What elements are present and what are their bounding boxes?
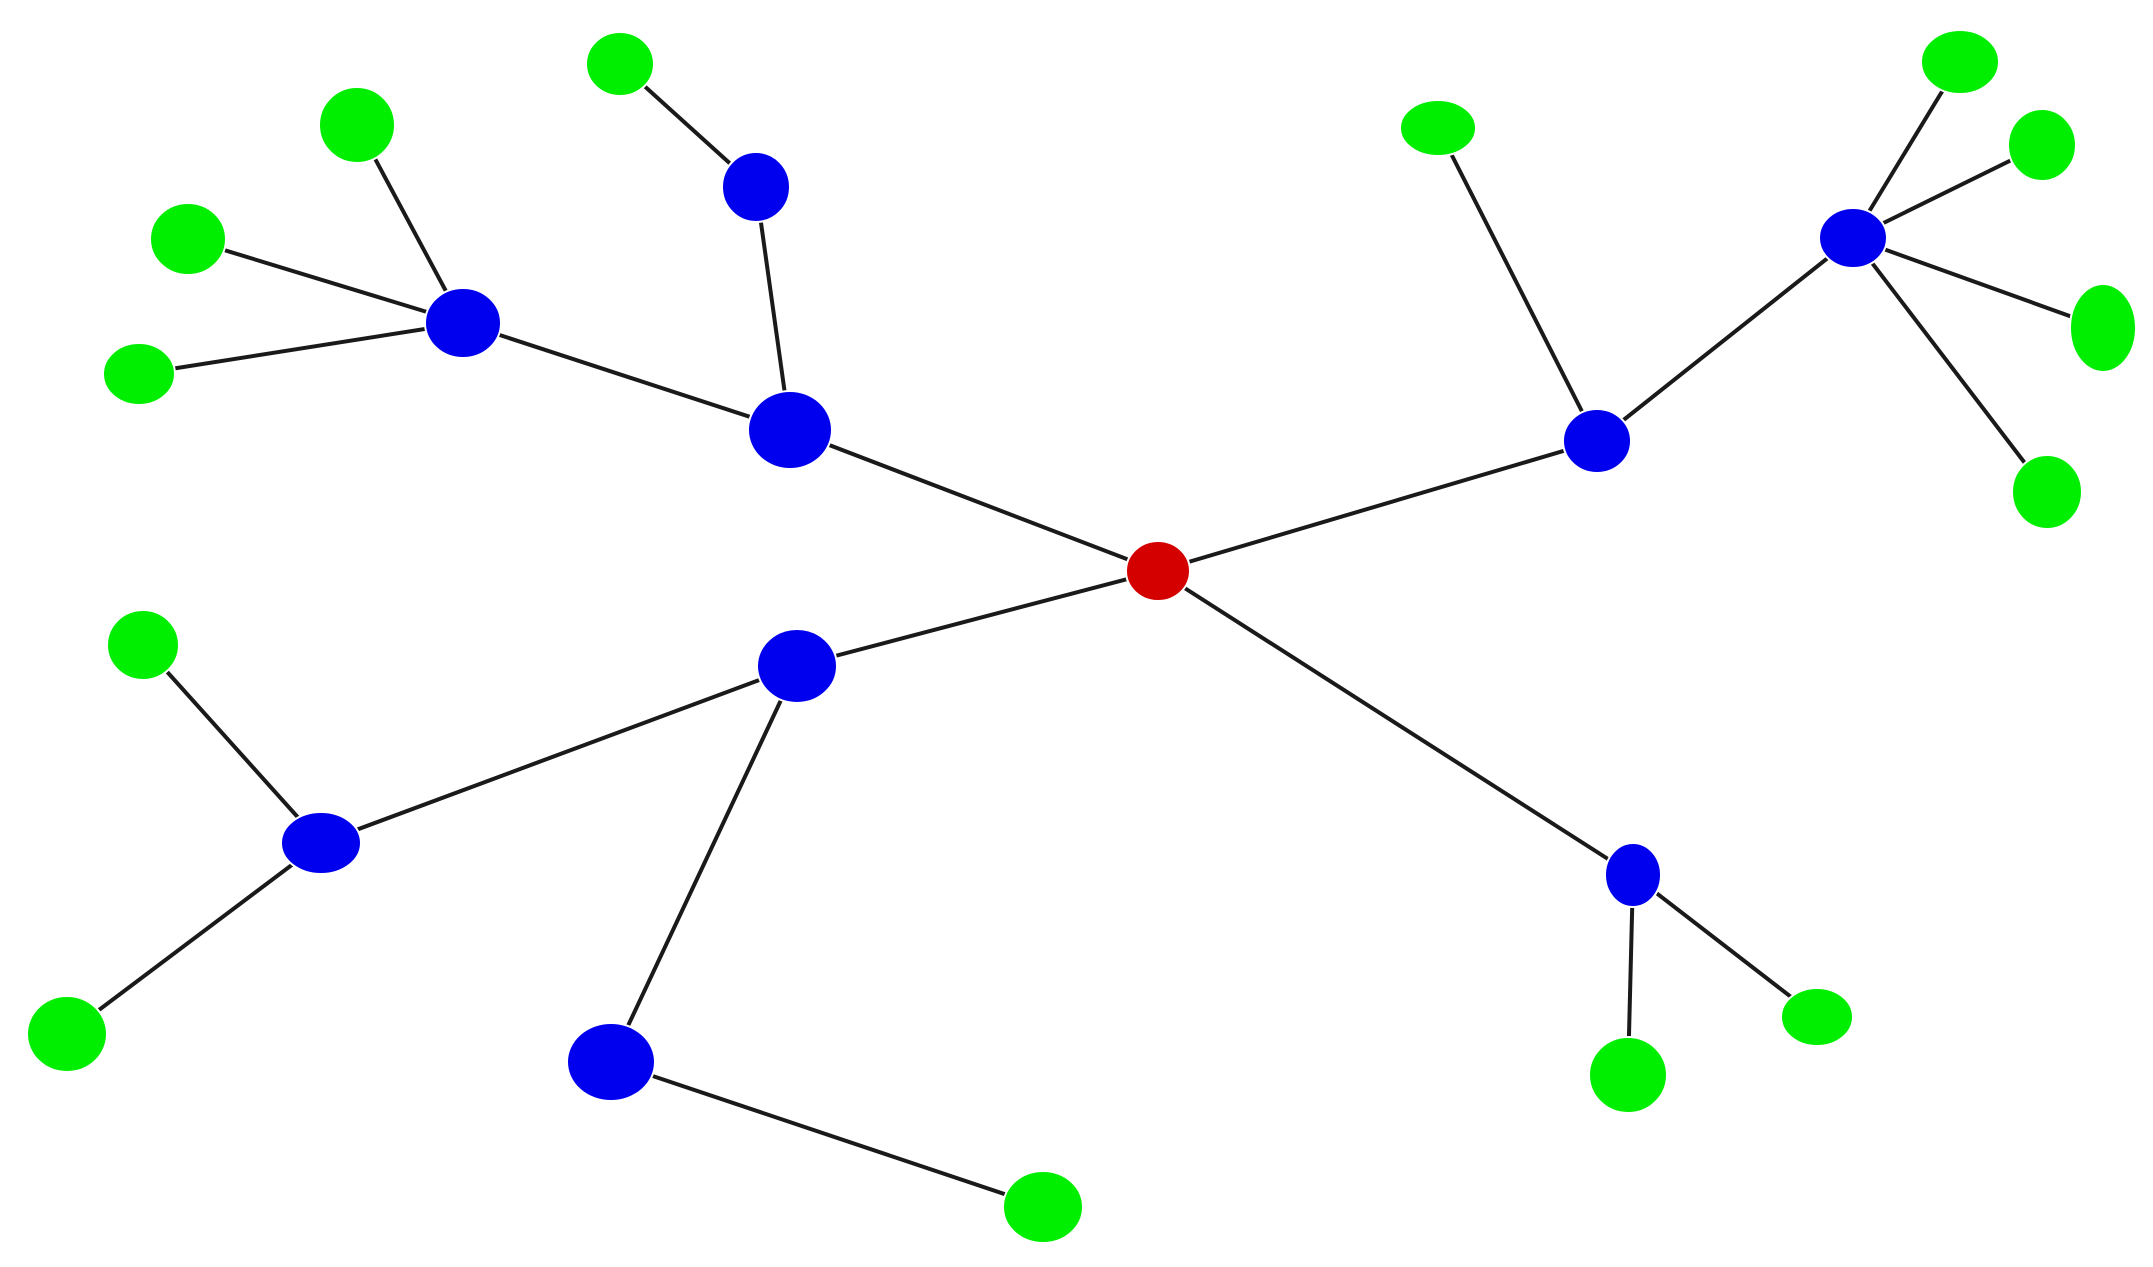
leaf-node-l_11 <box>2069 283 2137 373</box>
edge-h_b-h_g <box>319 664 799 845</box>
edge-h_i-l_11 <box>1851 236 2105 330</box>
edge-root-h_a <box>788 428 1160 573</box>
leaf-node-l_14 <box>1588 1036 1668 1114</box>
hub-node-h_c <box>1562 408 1632 474</box>
leaf-node-l_8 <box>1399 99 1477 157</box>
leaf-node-l_2 <box>318 86 396 164</box>
edge-h_a-h_f <box>754 185 792 432</box>
edge-h_d-l_13 <box>1631 873 1819 1019</box>
leaf-node-l_3 <box>149 202 227 276</box>
leaf-node-l_12 <box>2011 454 2083 530</box>
hub-node-h_i <box>1818 207 1888 269</box>
edge-h_c-h_i <box>1595 236 1855 443</box>
leaf-node-l_7 <box>1002 1170 1084 1244</box>
hub-node-h_h <box>566 1022 656 1102</box>
edge-h_b-h_h <box>609 664 799 1064</box>
hub-node-h_b <box>756 628 838 704</box>
leaf-node-l_9 <box>1920 29 2000 95</box>
hub-node-h_e <box>424 287 502 359</box>
hub-node-h_a <box>747 390 833 470</box>
edge-root-h_d <box>1156 569 1635 877</box>
leaf-node-l_4 <box>102 342 176 406</box>
leaf-node-l_13 <box>1780 987 1854 1047</box>
leaf-node-l_10 <box>2007 108 2077 182</box>
edge-h_c-l_8 <box>1436 126 1599 443</box>
edge-root-h_c <box>1156 439 1599 573</box>
graph-nodes <box>26 29 2137 1244</box>
edge-h_e-l_3 <box>186 237 465 325</box>
edge-h_e-l_4 <box>137 321 465 376</box>
root-node-root <box>1125 540 1191 602</box>
edge-h_h-l_7 <box>609 1060 1045 1209</box>
leaf-node-l_1 <box>585 31 655 97</box>
hub-node-h_g <box>280 811 362 875</box>
edge-root-h_b <box>795 569 1160 668</box>
edge-h_g-l_6 <box>65 841 323 1036</box>
hub-node-h_f <box>721 151 791 223</box>
leaf-node-l_5 <box>106 609 180 681</box>
edge-h_g-l_5 <box>141 643 323 845</box>
edge-h_i-l_12 <box>1851 236 2049 494</box>
edge-h_a-h_e <box>461 321 792 432</box>
hub-node-h_d <box>1604 842 1662 908</box>
leaf-node-l_6 <box>26 995 108 1073</box>
